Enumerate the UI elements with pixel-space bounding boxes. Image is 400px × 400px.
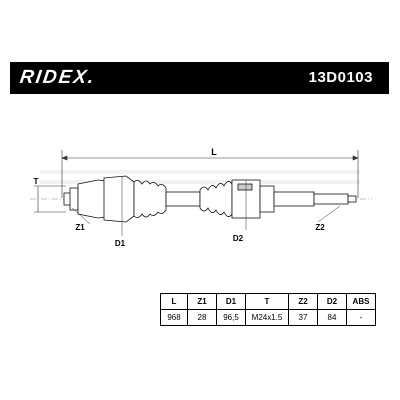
label-t: T [34,177,39,186]
spec-header-abs: ABS [346,293,376,310]
spec-value-d2: 84 [317,309,347,326]
label-z1: Z1 [75,223,85,232]
leader-z1 [71,207,91,225]
spec-header-row: L Z1 D1 T Z2 D2 ABS [160,293,376,310]
spec-value-abs: - [346,309,376,326]
label-z2: Z2 [315,223,325,232]
spec-header-l: L [160,293,188,310]
header-bar: RIDEX. 13D0103 [10,62,389,94]
spec-header-d1: D1 [216,293,246,310]
brand-logo: RIDEX. [18,67,97,88]
spec-value-t: M24x1.5 [245,309,289,326]
specification-table: L Z1 D1 T Z2 D2 ABS 968 28 96,5 M24x1.5 … [160,293,376,326]
watermark [40,170,360,184]
dimension-l [61,150,359,198]
spec-header-t: T [245,293,289,310]
spec-value-l: 968 [160,309,188,326]
leader-z2 [317,205,341,223]
spec-value-d1: 96,5 [216,309,246,326]
spec-value-z2: 37 [288,309,318,326]
drive-shaft-drawing: L T [30,147,372,248]
spec-header-d2: D2 [317,293,347,310]
spec-header-z1: Z1 [187,293,217,310]
label-d1: D1 [115,239,126,248]
spec-value-z1: 28 [187,309,217,326]
label-l: L [211,147,217,157]
label-d2: D2 [233,234,244,243]
part-number: 13D0103 [308,69,373,86]
shaft-body [63,175,357,223]
spec-value-row: 968 28 96,5 M24x1.5 37 84 - [160,309,376,326]
spec-header-z2: Z2 [288,293,318,310]
